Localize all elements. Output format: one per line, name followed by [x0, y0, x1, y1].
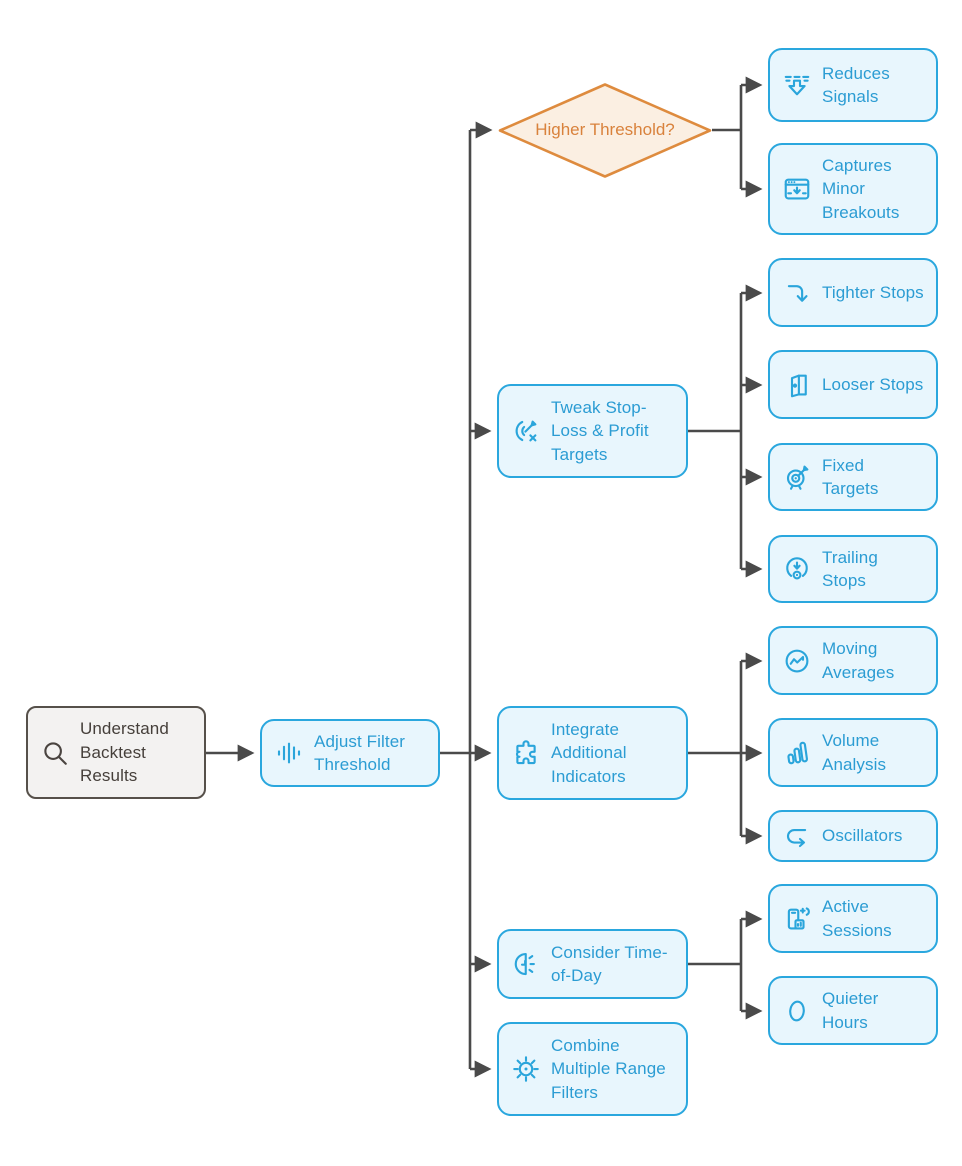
node-label: Adjust Filter Threshold [314, 731, 406, 774]
node-label: Reduces Signals [822, 63, 890, 106]
node-label: Consider Time-of-Day [551, 942, 668, 985]
node-tweak-stoploss-profit-targets: Tweak Stop-Loss & Profit Targets [497, 384, 688, 478]
node-higher-threshold: Higher Threshold? [497, 82, 713, 179]
node-label: Looser Stops [822, 374, 924, 394]
node-adjust-filter-threshold: Adjust Filter Threshold [260, 719, 440, 787]
node-label: Tighter Stops [822, 282, 924, 302]
puzzle-icon [511, 738, 541, 768]
moon-icon [782, 996, 812, 1026]
node-label: Quieter Hours [822, 989, 879, 1032]
node-oscillators: Oscillators [768, 810, 938, 862]
node-quieter-hours: Quieter Hours [768, 976, 938, 1045]
node-fixed-targets: Fixed Targets [768, 443, 938, 511]
node-reduces-signals: Reduces Signals [768, 48, 938, 122]
node-active-sessions: Active Sessions [768, 884, 938, 953]
window-breakout-icon [782, 174, 812, 204]
node-tighter-stops: Tighter Stops [768, 258, 938, 327]
diamond-shape [498, 83, 712, 178]
corner-down-arrow-icon [782, 278, 812, 308]
edge-decision-collector [712, 85, 743, 189]
dartboard-icon [782, 462, 812, 492]
node-volume-analysis: Volume Analysis [768, 718, 938, 787]
node-label: Volume Analysis [822, 731, 887, 774]
half-clock-icon [511, 949, 541, 979]
node-label: Trailing Stops [822, 547, 878, 590]
node-label: Combine Multiple Range Filters [551, 1035, 666, 1102]
bar-chart-icon [782, 738, 812, 768]
node-label: Captures Minor Breakouts [822, 155, 900, 222]
node-integrate-additional-indicators: Integrate Additional Indicators [497, 706, 688, 800]
node-label: Active Sessions [822, 897, 892, 940]
node-label: Moving Averages [822, 639, 895, 682]
edge-consider-collector [688, 919, 743, 1011]
node-combine-multiple-range-filters: Combine Multiple Range Filters [497, 1022, 688, 1116]
node-looser-stops: Looser Stops [768, 350, 938, 419]
reduce-signals-icon [782, 70, 812, 100]
node-captures-minor-breakouts: Captures Minor Breakouts [768, 143, 938, 235]
edge-integrate-collector [688, 661, 743, 836]
node-label: Tweak Stop-Loss & Profit Targets [551, 397, 649, 464]
node-consider-time-of-day: Consider Time-of-Day [497, 929, 688, 999]
target-adjust-icon [511, 416, 541, 446]
node-label: Fixed Targets [822, 455, 879, 498]
node-trailing-stops: Trailing Stops [768, 535, 938, 603]
node-moving-averages: Moving Averages [768, 626, 938, 695]
phone-sessions-icon [782, 904, 812, 934]
node-understand-backtest-results: Understand Backtest Results [26, 706, 206, 799]
edge-tweak-collector [688, 293, 743, 569]
search-icon [40, 738, 70, 768]
trailing-target-icon [782, 554, 812, 584]
node-label: Oscillators [822, 826, 903, 846]
open-door-icon [782, 370, 812, 400]
loop-arrow-icon [782, 821, 812, 851]
gear-sun-icon [511, 1054, 541, 1084]
node-label: Integrate Additional Indicators [551, 719, 627, 786]
chart-line-circle-icon [782, 646, 812, 676]
node-label: Higher Threshold? [535, 120, 675, 140]
node-label: Understand Backtest Results [80, 719, 169, 786]
equalizer-icon [274, 738, 304, 768]
